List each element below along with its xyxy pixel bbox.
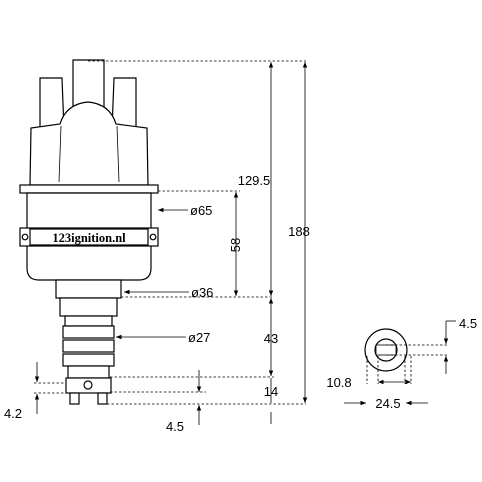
- dim-label-dia-65: ø65: [190, 203, 212, 218]
- end-dim-label-10-8: 10.8: [326, 375, 351, 390]
- shaft-collar: [64, 315, 113, 327]
- distributor-shaft: [55, 279, 122, 405]
- diameter-leaders: ø65 ø36 ø27: [116, 203, 213, 345]
- end-view-inner-circle: [374, 338, 398, 362]
- dim-label-4-5: 4.5: [166, 419, 184, 434]
- end-dim-label-24-5: 24.5: [375, 396, 400, 411]
- cap-rib-left: [58, 125, 62, 183]
- dim-label-129-5: 129.5: [238, 173, 271, 188]
- cap-rib-right: [116, 125, 120, 183]
- neck-upper: [55, 279, 122, 299]
- neck-lower: [59, 297, 118, 317]
- dim-label-43: 43: [264, 331, 278, 346]
- extension-lines: [34, 60, 306, 405]
- dim-label-4-2: 4.2: [4, 406, 22, 421]
- distributor-body: 123ignition.nl: [19, 184, 159, 281]
- distributor-cap: [29, 59, 149, 186]
- band-screw-right: [149, 233, 157, 241]
- band-screw-left: [21, 233, 29, 241]
- end-view: 4.5 10.8 24.5: [326, 316, 477, 411]
- drive-dog-right: [97, 392, 108, 405]
- dim-label-188: 188: [288, 224, 310, 239]
- body-flange: [19, 184, 159, 194]
- shaft-ring-middle: [62, 339, 115, 353]
- shaft-lower: [67, 365, 110, 379]
- end-dim-label-4-5: 4.5: [459, 316, 477, 331]
- shaft-ring-lower: [62, 353, 115, 367]
- dim-label-58: 58: [228, 238, 243, 252]
- dim-label-dia-36: ø36: [191, 285, 213, 300]
- vertical-dimensions: 188 129.5 58 43 14 4.2 4.5: [4, 61, 310, 434]
- dim-label-14: 14: [264, 384, 278, 399]
- shaft-ring-upper: [62, 325, 115, 339]
- drive-dog-left: [69, 392, 80, 405]
- dim-label-dia-27: ø27: [188, 330, 210, 345]
- brand-label: 123ignition.nl: [52, 231, 126, 245]
- brand-plate: [29, 228, 149, 246]
- drive-pin-hole: [83, 380, 93, 390]
